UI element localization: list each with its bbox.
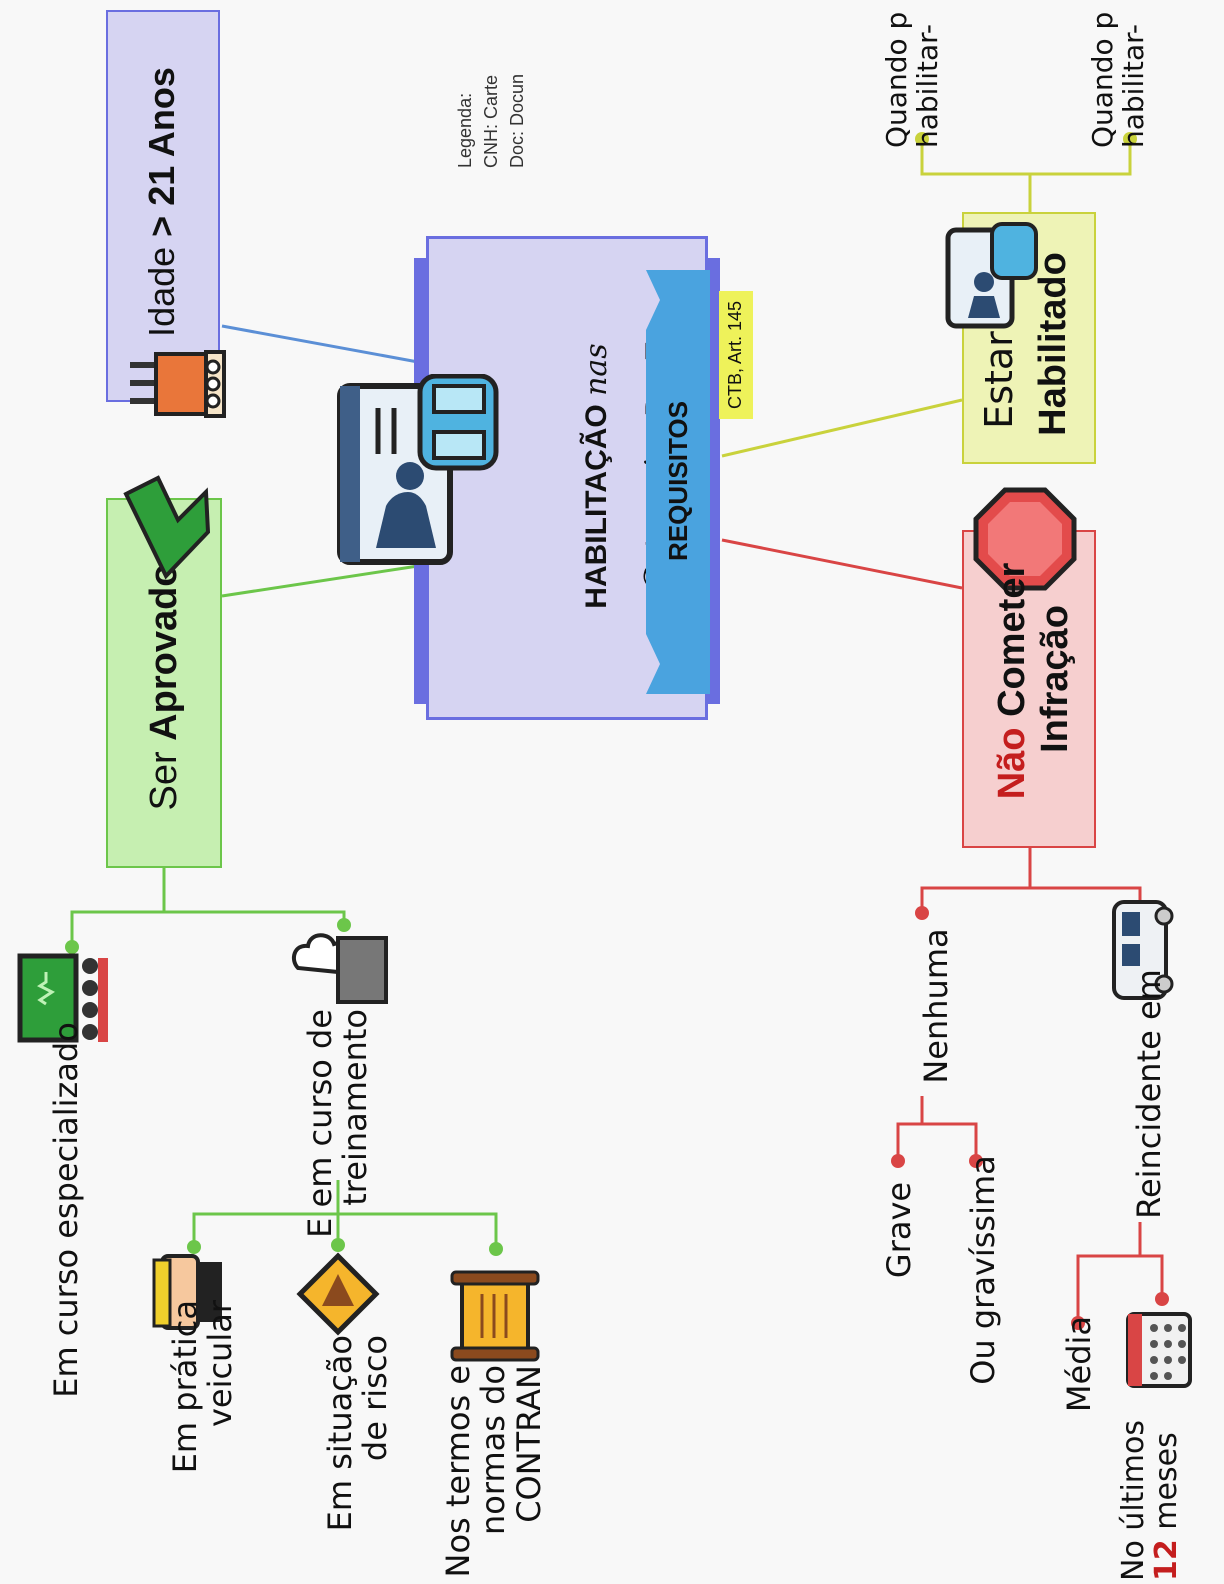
reincidente-label: Reincidente em — [1130, 969, 1169, 1219]
van-icon — [1112, 900, 1174, 1000]
branch-dot — [1123, 132, 1137, 146]
infracao-cometer-text: Cometer — [991, 562, 1034, 717]
situacao-label: Em situação de risco — [313, 1335, 403, 1531]
branch-dot — [187, 1240, 201, 1254]
stop-sign-icon — [973, 487, 1077, 591]
curso-treinamento-line: E em curso de — [300, 1009, 339, 1238]
branch-dot — [1155, 1292, 1169, 1306]
classroom-icon — [17, 953, 108, 1043]
branch-dot — [331, 1238, 345, 1252]
idade-node — [106, 10, 220, 402]
ribbon-label: REQUISITOS — [662, 401, 693, 561]
legend: Legenda: CNH: Carte Doc: Docun — [452, 8, 568, 168]
quando-1: Quando p habilitar- — [880, 0, 946, 148]
idade-prefix: Idade — [141, 246, 183, 337]
quando-2-line: habilitar- — [1117, 24, 1150, 148]
termos-label: Nos termos e normas do CONTRAN — [429, 1365, 559, 1577]
branch-dot — [969, 1154, 983, 1168]
aprovado-node — [106, 498, 222, 868]
ultimos-line-1: No últimos — [1116, 1420, 1151, 1581]
curso-treinamento-label: E em curso de treinamento — [293, 1009, 383, 1238]
branch-dot — [915, 906, 929, 920]
branch-dot — [337, 918, 351, 932]
quando-1-line: Quando p — [880, 11, 914, 148]
aprovado-prefix: Ser — [143, 751, 186, 811]
pratica-line: veicular — [201, 1300, 239, 1428]
ultimos-num: 12 — [1149, 1539, 1184, 1581]
ultimos-label: No últimos 12 meses — [1105, 1381, 1195, 1581]
branch-dot — [915, 132, 929, 146]
nenhuma-label: Nenhuma — [917, 928, 956, 1084]
birthday-cake-icon — [130, 350, 226, 418]
legend-line: CNH: Carte — [481, 74, 502, 168]
ribbon-banner — [646, 270, 710, 694]
ultimos-unit: meses — [1149, 1432, 1184, 1530]
driver-icon — [152, 1254, 222, 1330]
branch-dot — [65, 940, 79, 954]
legend-title: Legenda: — [455, 92, 475, 168]
pratica-line: Em prática — [165, 1300, 204, 1474]
branch-dot — [489, 1242, 503, 1256]
grave-label: Grave — [880, 1181, 919, 1279]
infracao-label: Infração — [1034, 605, 1077, 753]
calendar-icon — [1126, 1312, 1192, 1388]
quando-2: Quando p habilitar- — [1086, 0, 1152, 148]
checkmark-icon — [123, 475, 211, 580]
center-title: HABILITAÇÃO nas — [556, 286, 636, 666]
warning-sign-icon — [296, 1252, 380, 1336]
legend-line: Doc: Docun — [507, 73, 528, 168]
license-card-icon — [945, 222, 1038, 329]
quando-2-line: Quando p — [1086, 11, 1120, 148]
idade-value: 21 Anos — [141, 67, 183, 206]
curso-especializado-label: Em curso especializado — [47, 1022, 86, 1398]
ultimos-line-2: 12 meses — [1149, 1432, 1184, 1581]
gravissima-label: Ou gravíssima — [964, 1155, 1003, 1385]
termos-line: normas do — [474, 1365, 513, 1535]
branch-dot — [891, 1154, 905, 1168]
idade-symbol: > — [141, 215, 183, 237]
center-title-italic: nas — [578, 343, 614, 396]
branch-dot — [1071, 1316, 1085, 1330]
media-label: Média — [1060, 1315, 1099, 1413]
curso-treinamento-line: treinamento — [336, 1009, 374, 1206]
scroll-icon — [450, 1270, 540, 1362]
termos-line: CONTRAN — [509, 1365, 548, 1523]
chef-icon — [291, 933, 388, 1004]
quando-1-line: habilitar- — [911, 24, 944, 148]
termos-line: Nos termos e — [439, 1365, 478, 1578]
aprovado-bold: Aprovado — [143, 563, 186, 741]
pratica-label: Em prática veicular — [158, 1300, 248, 1474]
center-title-bold: HABILITAÇÃO — [579, 404, 613, 609]
infracao-nao: Não — [991, 727, 1034, 800]
situacao-line: de risco — [356, 1335, 394, 1462]
situacao-line: Em situação — [320, 1335, 359, 1532]
license-card-icon — [337, 374, 499, 565]
ctb-tag: CTB, Art. 145 — [719, 291, 753, 419]
